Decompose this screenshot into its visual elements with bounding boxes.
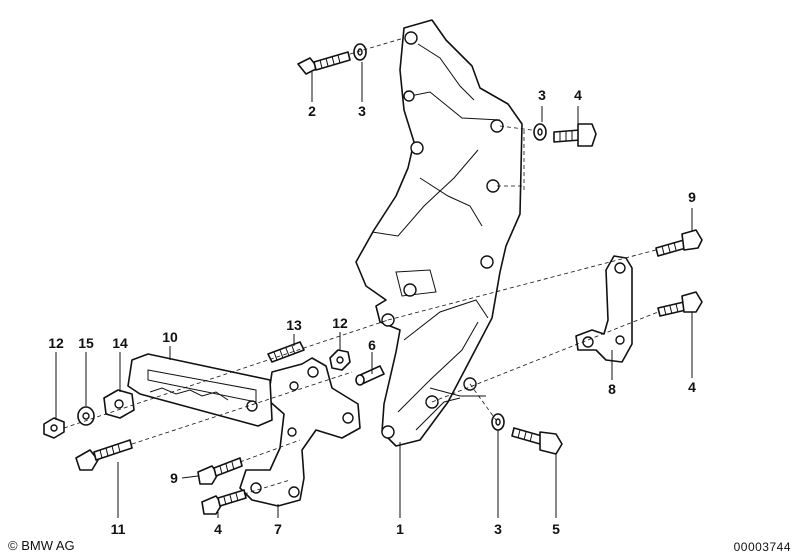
washer-part-15 (77, 406, 95, 426)
label-part-12-middle: 12 (332, 315, 348, 331)
screw-part-5 (511, 427, 563, 455)
part-labels: 1 2 3 3 3 4 4 4 5 6 7 8 9 9 10 11 12 12 … (48, 87, 696, 537)
label-part-5: 5 (552, 521, 560, 537)
washer-part-3-top (353, 43, 367, 61)
assembly-lines (63, 37, 659, 495)
adjuster-part-14 (103, 389, 135, 419)
label-part-6: 6 (368, 337, 376, 353)
label-part-14: 14 (112, 335, 128, 351)
nut-part-12-left (43, 417, 65, 439)
screw-part-2 (297, 51, 351, 75)
screw-part-4-left (201, 489, 247, 515)
label-part-2: 2 (308, 103, 316, 119)
label-part-3-top: 3 (358, 103, 366, 119)
label-part-11: 11 (111, 521, 126, 537)
label-part-8: 8 (608, 381, 616, 397)
leader-lines (55, 62, 693, 518)
washer-part-3-right (533, 123, 547, 141)
strap-part-8 (575, 255, 633, 363)
nut-part-12-middle (329, 349, 351, 371)
bushing-part-6 (355, 365, 385, 386)
screw-part-9-right (655, 229, 703, 257)
main-bracket (355, 19, 523, 447)
label-part-3-right: 3 (538, 87, 546, 103)
label-part-1: 1 (396, 521, 404, 537)
label-part-4-top: 4 (574, 87, 582, 103)
screw-part-4-right (657, 291, 703, 317)
label-part-4-left: 4 (214, 521, 222, 537)
label-part-4-right: 4 (688, 379, 696, 395)
label-part-7: 7 (274, 521, 282, 537)
label-part-10: 10 (162, 329, 178, 345)
document-number: 00003744 (733, 540, 791, 554)
screw-part-9-left (197, 457, 243, 485)
screw-part-4-top (553, 123, 597, 147)
copyright-notice: © BMW AG (8, 538, 75, 553)
stud-part-13 (267, 341, 305, 363)
label-part-12-left: 12 (48, 335, 64, 351)
label-part-3-bottom: 3 (494, 521, 502, 537)
label-part-9-left: 9 (170, 470, 178, 486)
label-part-9-right: 9 (688, 189, 696, 205)
washer-part-3-bottom (491, 413, 505, 431)
label-part-15: 15 (78, 335, 94, 351)
label-part-13: 13 (286, 317, 302, 333)
screw-part-11 (75, 439, 133, 471)
adjusting-strap-part-10 (127, 353, 273, 427)
